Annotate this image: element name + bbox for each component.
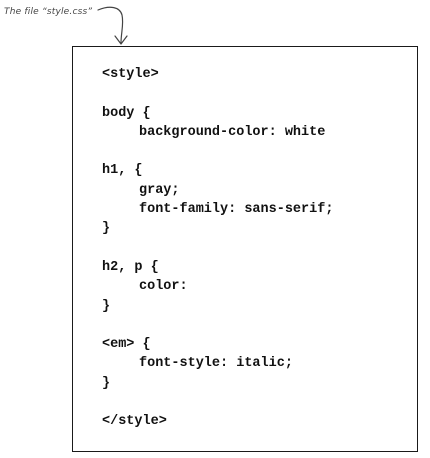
- code-line: [102, 393, 333, 412]
- code-line: </style>: [102, 414, 167, 430]
- code-line: [102, 316, 333, 335]
- code-line: [102, 142, 333, 161]
- code-line: [102, 239, 333, 258]
- code-line: font-family: sans-serif;: [139, 202, 334, 218]
- code-line: <style>: [102, 67, 159, 82]
- code-line: body {: [102, 105, 151, 121]
- code-listing: <style> body { background-color: white h1, …: [102, 65, 333, 432]
- code-line: font-style: italic;: [139, 356, 293, 372]
- code-listing-box: <style> body { background-color: white h1, …: [72, 46, 418, 452]
- code-line: }: [102, 375, 111, 391]
- code-line: }: [102, 298, 111, 314]
- code-line: }: [102, 221, 111, 237]
- code-line: <em> {: [102, 337, 151, 353]
- file-annotation: The file “style.css”: [4, 7, 93, 17]
- code-line: gray;: [139, 182, 180, 198]
- code-line: h1, {: [102, 163, 143, 179]
- code-line: h2, p {: [102, 259, 159, 275]
- code-line: background-color: white: [139, 124, 326, 140]
- code-line: color:: [139, 279, 188, 295]
- code-line: [102, 84, 333, 103]
